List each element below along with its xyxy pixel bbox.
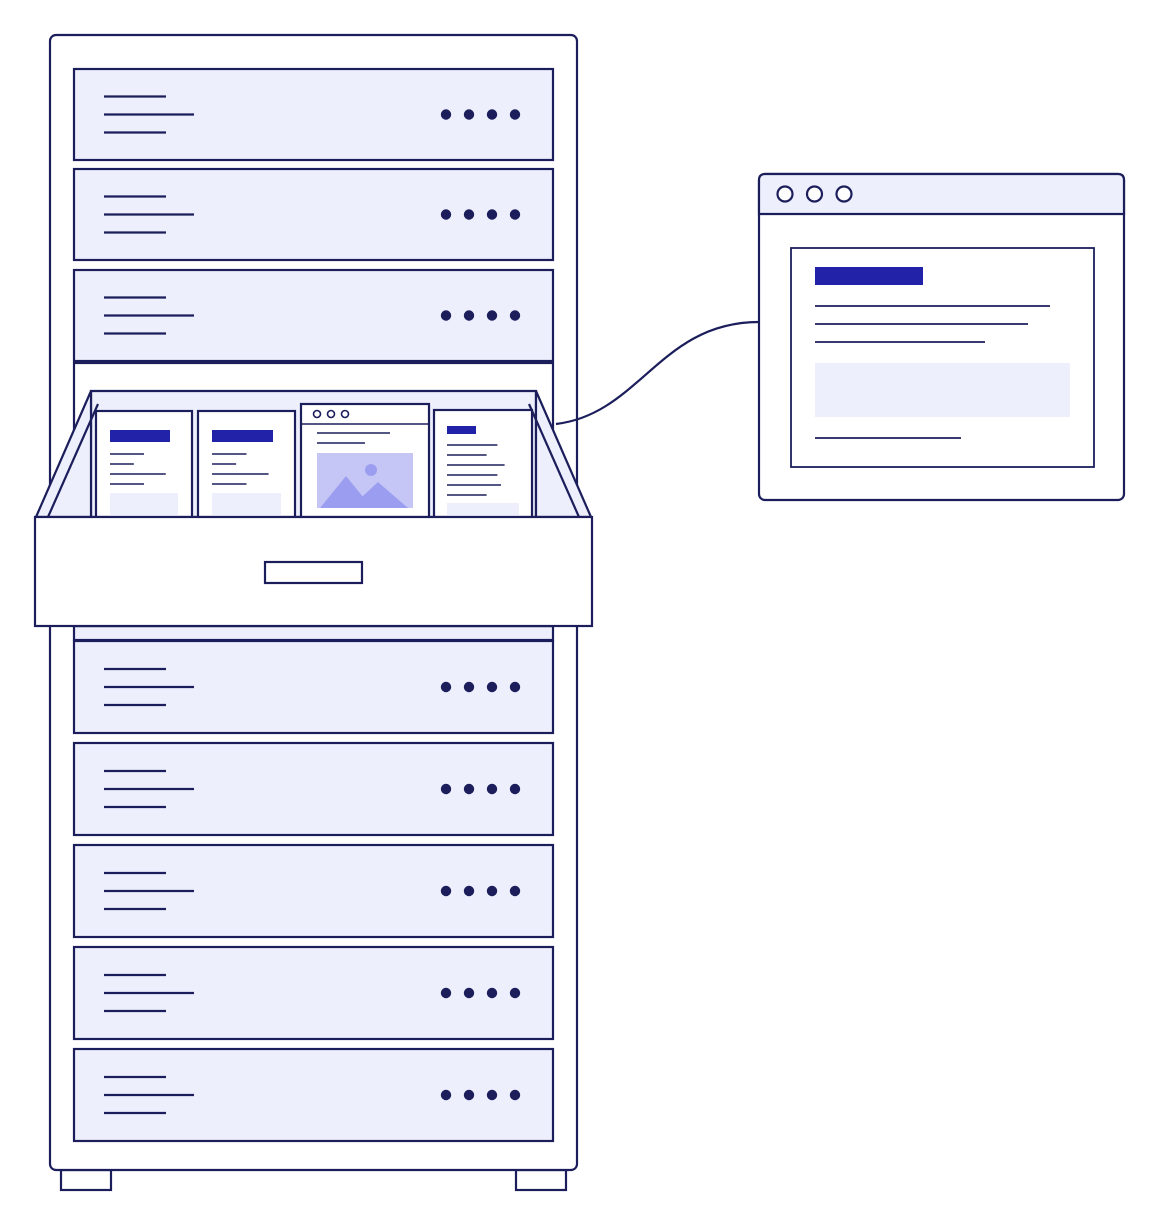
server-unit-6 bbox=[72, 843, 555, 939]
status-led-icon bbox=[486, 885, 498, 897]
server-unit-4 bbox=[72, 639, 555, 735]
document-icon-2 bbox=[196, 409, 297, 519]
status-led-icon bbox=[509, 310, 521, 321]
window-control-icon bbox=[805, 185, 824, 203]
status-led-icon bbox=[509, 783, 521, 795]
window-control-icon bbox=[776, 185, 794, 203]
rack-foot-left bbox=[59, 1168, 113, 1192]
cable-connector bbox=[555, 320, 760, 426]
document-title-bar bbox=[110, 430, 170, 442]
status-led-icon bbox=[440, 885, 452, 897]
status-led-icon bbox=[463, 1089, 475, 1101]
browser-image-document-icon bbox=[299, 402, 431, 519]
drawer-rail-strip bbox=[72, 624, 555, 642]
browser-title-bar bbox=[757, 172, 1126, 216]
status-led-icon bbox=[509, 987, 521, 999]
status-led-icon bbox=[463, 681, 475, 693]
document-block bbox=[447, 503, 519, 517]
browser-window bbox=[757, 172, 1126, 502]
server-unit-8 bbox=[72, 1047, 555, 1143]
server-unit-7 bbox=[72, 945, 555, 1041]
mini-browser-dot-icon bbox=[312, 409, 322, 419]
status-led-icon bbox=[440, 1089, 452, 1101]
status-led-icon bbox=[440, 681, 452, 693]
status-led-icon bbox=[486, 987, 498, 999]
status-led-icon bbox=[463, 109, 475, 120]
status-led-icon bbox=[440, 987, 452, 999]
status-led-icon bbox=[463, 885, 475, 897]
drawer-handle bbox=[263, 560, 364, 585]
server-unit-1 bbox=[72, 67, 555, 162]
status-led-icon bbox=[463, 209, 475, 220]
status-led-icon bbox=[486, 1089, 498, 1101]
status-led-icon bbox=[486, 209, 498, 220]
content-heading-bar bbox=[815, 267, 923, 285]
status-led-icon bbox=[486, 310, 498, 321]
document-icon-4 bbox=[432, 408, 534, 519]
sun-icon bbox=[365, 464, 377, 476]
window-control-icon bbox=[835, 185, 853, 203]
document-icon-1 bbox=[94, 409, 194, 519]
cable-line bbox=[555, 320, 760, 426]
status-led-icon bbox=[486, 109, 498, 120]
mountain-icon bbox=[350, 482, 408, 508]
mini-browser-dot-icon bbox=[340, 409, 350, 419]
open-drawer-icon bbox=[33, 389, 594, 628]
document-title-bar bbox=[447, 426, 476, 434]
status-led-icon bbox=[486, 681, 498, 693]
status-led-icon bbox=[440, 783, 452, 795]
status-led-icon bbox=[440, 209, 452, 220]
status-led-icon bbox=[486, 783, 498, 795]
status-led-icon bbox=[440, 310, 452, 321]
status-led-icon bbox=[463, 310, 475, 321]
status-led-icon bbox=[463, 783, 475, 795]
document-title-bar bbox=[212, 430, 273, 442]
status-led-icon bbox=[509, 1089, 521, 1101]
mini-browser-dot-icon bbox=[326, 409, 336, 419]
server-unit-5 bbox=[72, 741, 555, 837]
server-unit-2 bbox=[72, 167, 555, 262]
server-unit-3 bbox=[72, 268, 555, 363]
drawer-rail-right bbox=[527, 403, 581, 518]
status-led-icon bbox=[509, 681, 521, 693]
status-led-icon bbox=[509, 109, 521, 120]
document-block bbox=[212, 493, 281, 517]
status-led-icon bbox=[509, 885, 521, 897]
status-led-icon bbox=[463, 987, 475, 999]
document-block bbox=[110, 493, 178, 517]
content-block bbox=[815, 363, 1070, 417]
server-rack bbox=[33, 33, 594, 1192]
status-led-icon bbox=[440, 109, 452, 120]
drawer-rail-left bbox=[46, 403, 100, 518]
rack-foot-right bbox=[514, 1168, 568, 1192]
status-led-icon bbox=[509, 209, 521, 220]
